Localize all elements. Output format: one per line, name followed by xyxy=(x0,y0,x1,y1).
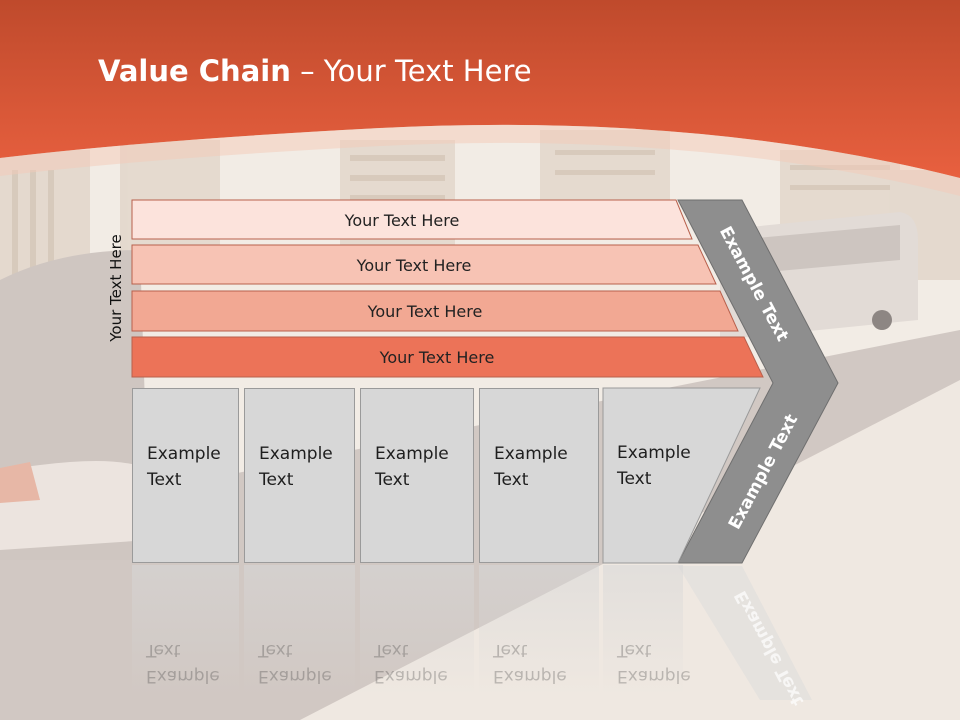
bar-4-label: Your Text Here xyxy=(379,347,495,367)
reflection-4-line-2: Text xyxy=(493,640,528,660)
box-reflection-1: Example Text xyxy=(132,565,239,695)
box-reflection-5: Example Text xyxy=(603,565,691,695)
box-3-line-1: Example xyxy=(375,444,449,464)
box-5-line-1: Example xyxy=(617,443,691,463)
bar-2: Your Text Here xyxy=(132,245,716,285)
box-2-line-2: Text xyxy=(259,470,294,490)
reflection-5-line-1: Example xyxy=(617,666,691,686)
box-2-line-1: Example xyxy=(259,444,333,464)
box-reflection-4: Example Text xyxy=(479,565,599,695)
title-bold: Value Chain xyxy=(98,54,291,88)
bar-2-label: Your Text Here xyxy=(356,255,472,275)
bar-4: Your Text Here xyxy=(132,337,762,377)
bar-1-label: Your Text Here xyxy=(344,210,460,230)
bar-shape-4 xyxy=(131,336,764,378)
chevron-reflection xyxy=(678,566,812,700)
reflection-3-line-1: Example xyxy=(374,666,448,686)
reflection-3-line-2: Text xyxy=(374,640,409,660)
reflection-3-label: Example Text xyxy=(374,637,448,689)
box-4-line-2: Text xyxy=(494,470,529,490)
bar-3: Your Text Here xyxy=(132,291,738,331)
box-reflection-2: Example Text xyxy=(244,565,355,695)
bar-shape-3 xyxy=(131,290,739,332)
reflection-2-label: Example Text xyxy=(258,637,332,689)
bar-3-label: Your Text Here xyxy=(367,301,483,321)
title-rest: – Your Text Here xyxy=(290,54,532,88)
last-box-point xyxy=(602,387,761,564)
slide-title: Value Chain – Your Text Here xyxy=(98,54,532,88)
reflection-1-label: Example Text xyxy=(146,637,220,689)
box-reflection-3: Example Text xyxy=(360,565,474,695)
reflection-5-line-2: Text xyxy=(617,640,652,660)
reflection-2-line-2: Text xyxy=(258,640,293,660)
bar-shape-2 xyxy=(131,244,717,285)
bar-1: Your Text Here xyxy=(132,200,692,240)
reflection-2-line-1: Example xyxy=(258,666,332,686)
box-3-line-2: Text xyxy=(375,470,410,490)
reflection-1-line-2: Text xyxy=(146,640,181,660)
reflection-4-line-1: Example xyxy=(493,666,567,686)
bar-shape-1 xyxy=(131,199,693,240)
box-1-line-1: Example xyxy=(147,444,221,464)
box-5-line-2: Text xyxy=(617,469,652,489)
reflection-5-label: Example Text xyxy=(617,637,691,689)
reflection-4-label: Example Text xyxy=(493,637,567,689)
chevron-arrow xyxy=(677,199,839,564)
box-4-line-1: Example xyxy=(494,444,568,464)
box-1-line-2: Text xyxy=(147,470,182,490)
reflection-1-line-1: Example xyxy=(146,666,220,686)
